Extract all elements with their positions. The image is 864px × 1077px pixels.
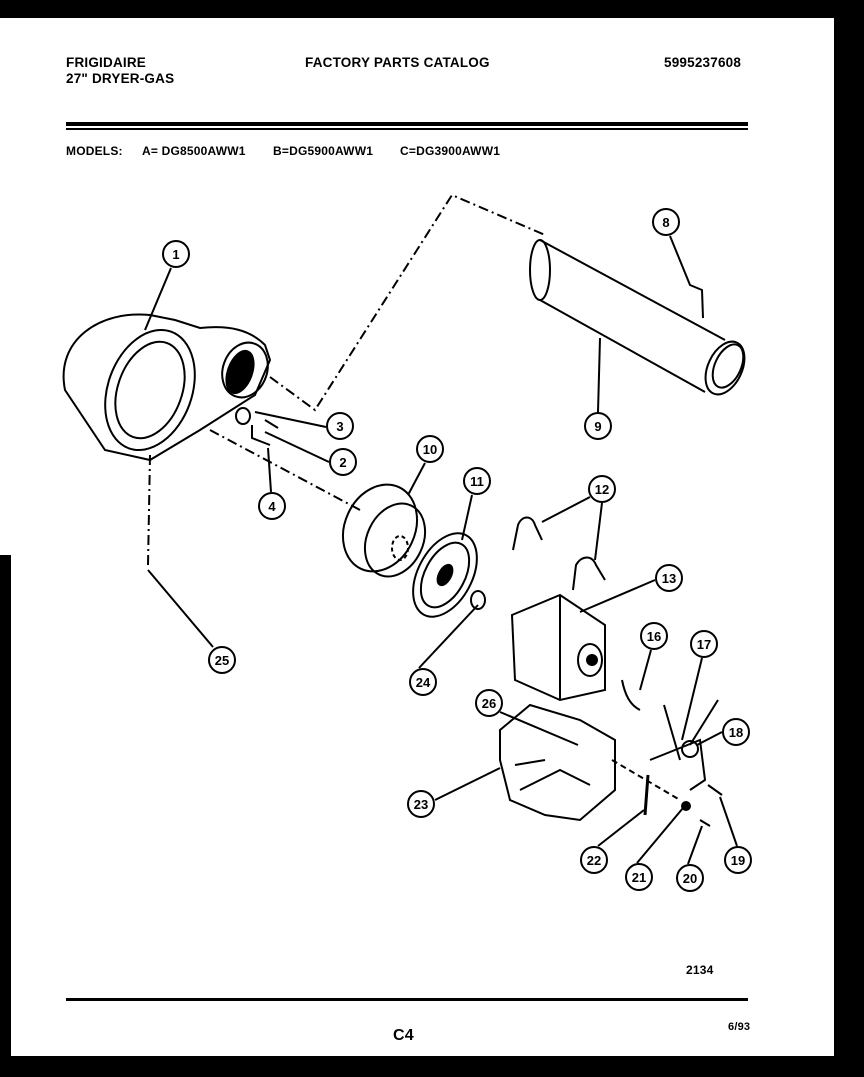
product-name: 27" DRYER-GAS — [66, 71, 175, 86]
part-callout-26: 26 — [475, 689, 503, 717]
part-callout-10: 10 — [416, 435, 444, 463]
part-callout-16: 16 — [640, 622, 668, 650]
revision-date: 6/93 — [728, 1021, 751, 1033]
blower-housing-shape — [62, 313, 272, 462]
part-callout-19: 19 — [724, 846, 752, 874]
part-callout-9: 9 — [584, 412, 612, 440]
page-code: C4 — [393, 1027, 414, 1044]
part-callout-18: 18 — [722, 718, 750, 746]
part-callout-4: 4 — [258, 492, 286, 520]
model-c: C=DG3900AWW1 — [400, 144, 501, 158]
model-a: A= DG8500AWW1 — [142, 144, 246, 158]
part-callout-11: 11 — [463, 467, 491, 495]
part-callout-21: 21 — [625, 863, 653, 891]
part-callout-17: 17 — [690, 630, 718, 658]
part-callout-24: 24 — [409, 668, 437, 696]
header-rule-thick — [66, 122, 748, 126]
footer-rule — [66, 998, 748, 1001]
part-callout-1: 1 — [162, 240, 190, 268]
part-callout-2: 2 — [329, 448, 357, 476]
models-label: MODELS: — [66, 144, 123, 158]
model-b: B=DG5900AWW1 — [273, 144, 374, 158]
part-callout-3: 3 — [326, 412, 354, 440]
part-callout-20: 20 — [676, 864, 704, 892]
part-callout-25: 25 — [208, 646, 236, 674]
catalog-number: 5995237608 — [664, 55, 742, 70]
brand-name: FRIGIDAIRE — [66, 55, 147, 70]
part-callout-13: 13 — [655, 564, 683, 592]
header-rule-thin — [66, 128, 748, 130]
part-callout-12: 12 — [588, 475, 616, 503]
part-callout-22: 22 — [580, 846, 608, 874]
part-callout-8: 8 — [652, 208, 680, 236]
figure-number: 2134 — [686, 963, 714, 977]
scan-border-left — [0, 555, 11, 1077]
part-callout-23: 23 — [407, 790, 435, 818]
catalog-title: FACTORY PARTS CATALOG — [305, 55, 490, 70]
